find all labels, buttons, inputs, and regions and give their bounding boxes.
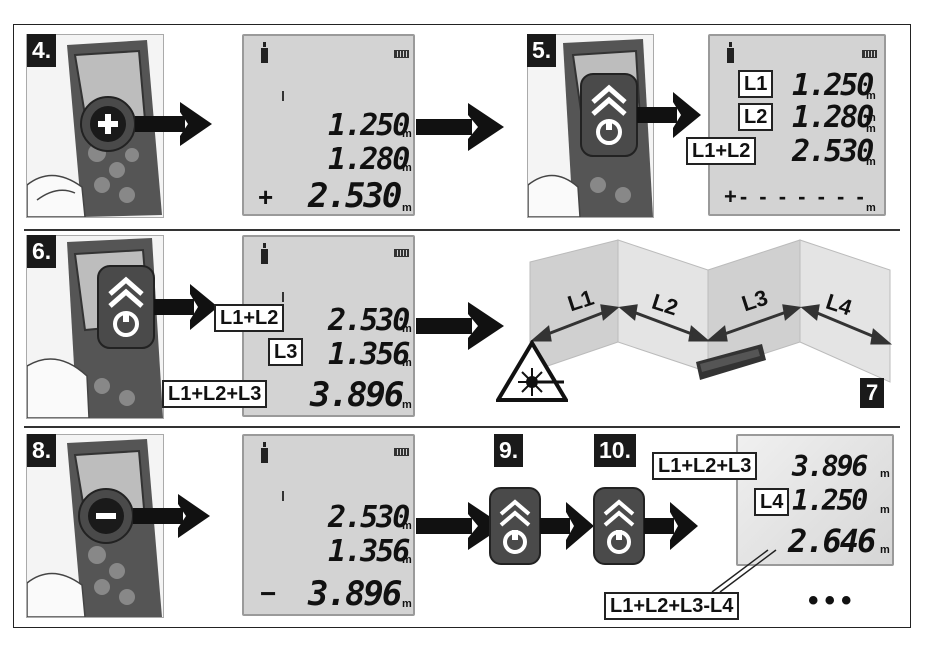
- label-l4: L4: [754, 488, 789, 516]
- unit-label: m: [402, 357, 412, 369]
- unit-label: m: [402, 520, 412, 532]
- lcd-step-8: 2.530 m 1.356 m − 3.896 m: [242, 434, 415, 616]
- lcd-value-1: 3.896: [792, 450, 866, 483]
- step-6-number: 6.: [27, 235, 56, 268]
- minus-button-icon: [78, 488, 214, 552]
- device-mode-icon: [260, 442, 269, 464]
- device-mode-icon: [726, 42, 735, 64]
- step-10-number: 10.: [594, 434, 636, 467]
- leader-line: [700, 548, 780, 596]
- unit-label: m: [880, 504, 890, 516]
- lcd-value-1: 2.530: [328, 500, 408, 535]
- unit-label: m: [402, 323, 412, 335]
- unit-label: m: [402, 598, 412, 610]
- lcd-value-2: 1.280: [328, 142, 408, 177]
- lcd-step-5: 1.250 m 1.280 m m 2.530 m +- - - - - - -…: [708, 34, 886, 216]
- label-l1: L1: [738, 70, 773, 98]
- lcd-value-result: 3.896: [308, 574, 400, 614]
- lcd-value-1: 1.250: [328, 108, 408, 143]
- lcd-tick-mark: [282, 292, 284, 302]
- lcd-sign-minus: −: [260, 578, 276, 610]
- battery-icon: [862, 50, 877, 58]
- step-4-number: 4.: [27, 34, 56, 67]
- lcd-dashes: +- - - - - - -: [724, 184, 867, 210]
- arrow-icon: [416, 97, 508, 157]
- label-l1-l2-l3: L1+L2+L3: [652, 452, 757, 480]
- lcd-value-sum: 3.896: [310, 375, 402, 415]
- unit-label: m: [402, 554, 412, 566]
- unit-label: m: [866, 156, 876, 168]
- label-l1-plus-l2: L1+L2: [214, 304, 284, 332]
- lcd-value-2: 1.250: [792, 484, 866, 517]
- step-7-number: 7: [860, 378, 884, 408]
- step-5-number: 5.: [527, 34, 556, 67]
- lcd-value-2: 1.356: [328, 337, 408, 372]
- unit-label: m: [402, 128, 412, 140]
- battery-icon: [394, 448, 409, 456]
- lcd-tick-mark: [282, 491, 284, 501]
- unit-label: m: [402, 162, 412, 174]
- step-8-number: 8.: [27, 434, 56, 467]
- plus-button-icon: [80, 96, 216, 160]
- label-l3: L3: [268, 338, 303, 366]
- label-result: L1+L2+L3-L4: [604, 592, 739, 620]
- label-l2: L2: [738, 103, 773, 131]
- lcd-value-2: 1.356: [328, 534, 408, 569]
- laser-warning-icon: [496, 340, 568, 402]
- more-dots: •••: [808, 584, 858, 618]
- device-mode-icon: [260, 243, 269, 265]
- battery-icon: [394, 249, 409, 257]
- measure-button-icon: [92, 262, 222, 352]
- row-divider-1: [24, 229, 900, 231]
- label-l1-plus-l2: L1+L2: [686, 137, 756, 165]
- lcd-value-sum: 2.530: [308, 176, 400, 216]
- lcd-value-sum: 2.530: [792, 134, 872, 169]
- battery-icon: [394, 50, 409, 58]
- lcd-value-1: 2.530: [328, 303, 408, 338]
- measure-button-icon: [486, 484, 596, 568]
- label-l1-l2-l3: L1+L2+L3: [162, 380, 267, 408]
- lcd-sign-plus: +: [258, 182, 273, 213]
- row-divider-2: [24, 426, 900, 428]
- unit-label: m: [880, 544, 890, 556]
- unit-label: m: [866, 202, 876, 214]
- measure-button-icon: [590, 484, 702, 568]
- lcd-value-2: 1.280: [792, 100, 872, 135]
- unit-label: m: [402, 399, 412, 411]
- device-mode-icon: [260, 42, 269, 64]
- unit-label: m: [402, 202, 412, 214]
- lcd-tick-mark: [282, 91, 284, 101]
- lcd-value-1: 1.250: [792, 68, 872, 103]
- lcd-value-result: 2.646: [788, 522, 874, 560]
- step-9-number: 9.: [494, 434, 523, 467]
- lcd-step-4: 1.250 m 1.280 m + 2.530 m: [242, 34, 415, 216]
- unit-label: m: [880, 468, 890, 480]
